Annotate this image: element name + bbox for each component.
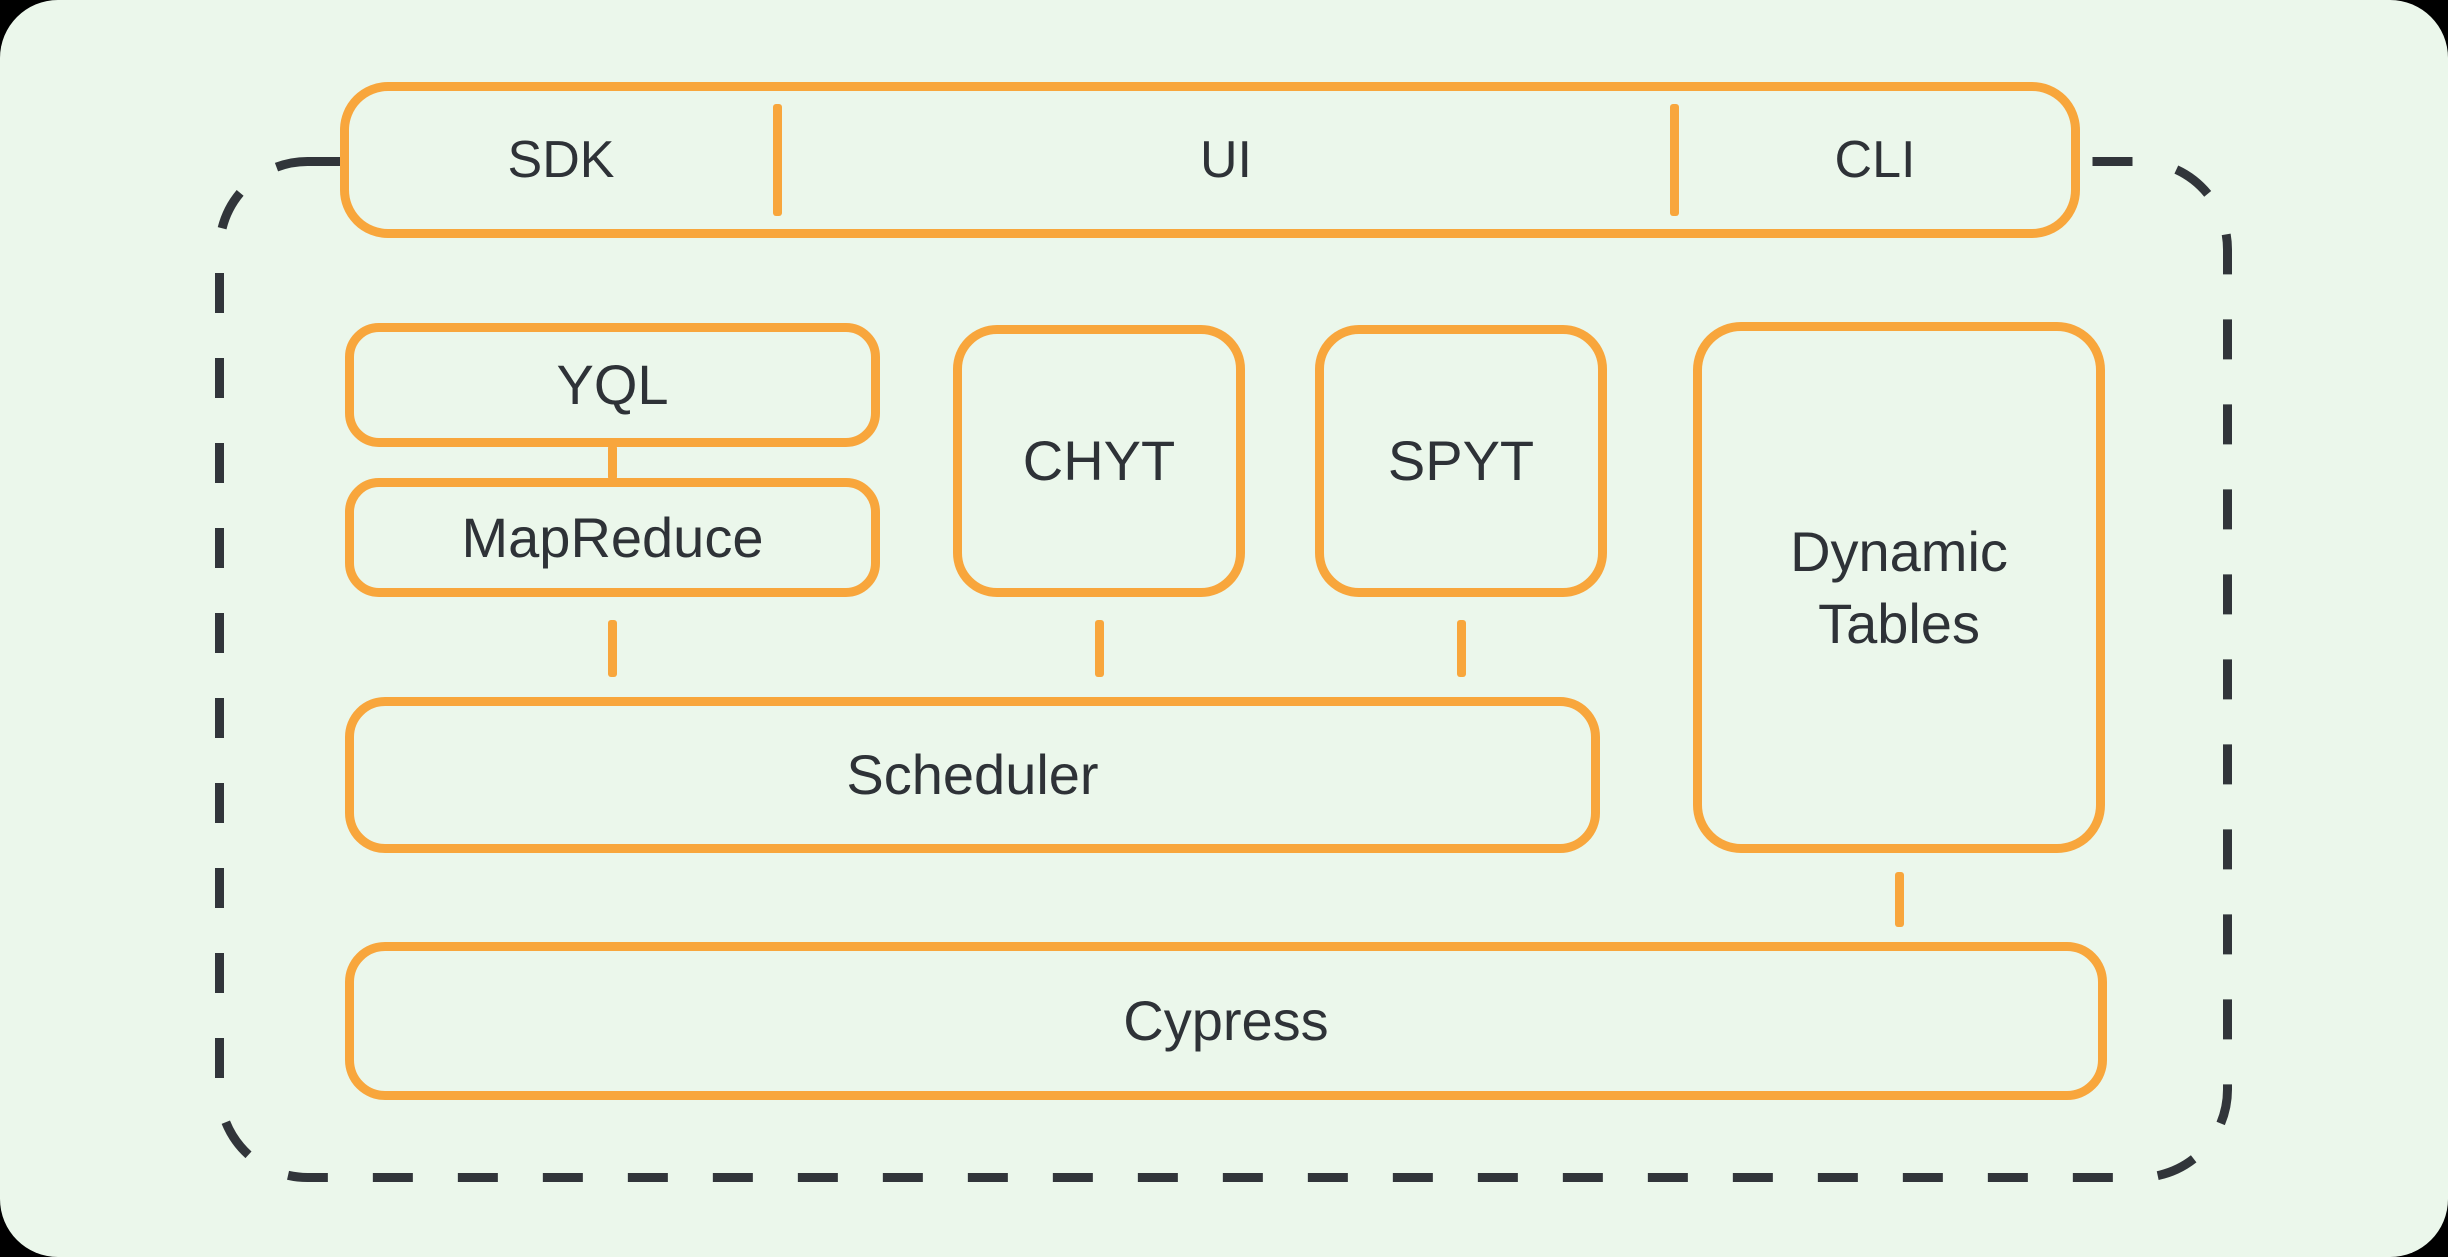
node-label: MapReduce bbox=[461, 505, 764, 569]
client-bar-divider bbox=[1670, 104, 1679, 216]
client-section-label: CLI bbox=[1834, 131, 1916, 189]
node-chyt: CHYT bbox=[953, 325, 1245, 597]
edge-yql-mapreduce bbox=[608, 445, 617, 480]
node-label: YQL bbox=[556, 353, 669, 417]
edge-dynamictables-cypress bbox=[1895, 872, 1904, 927]
node-cypress: Cypress bbox=[345, 942, 2107, 1100]
node-spyt: SPYT bbox=[1315, 325, 1607, 597]
node-label: CHYT bbox=[1022, 429, 1176, 493]
edge-spyt-scheduler bbox=[1457, 620, 1466, 677]
node-dynamic-tables: Dynamic Tables bbox=[1693, 322, 2105, 853]
edge-chyt-scheduler bbox=[1095, 620, 1104, 677]
client-bar-divider bbox=[773, 104, 782, 216]
client-section-label: UI bbox=[1200, 131, 1252, 189]
client-section-sdk: SDK bbox=[349, 91, 773, 229]
node-mapreduce: MapReduce bbox=[345, 478, 880, 597]
node-label: Dynamic Tables bbox=[1790, 519, 2008, 655]
edge-mapreduce-scheduler bbox=[608, 620, 617, 677]
node-label: Scheduler bbox=[846, 743, 1099, 807]
node-label: Cypress bbox=[1123, 989, 1329, 1053]
node-scheduler: Scheduler bbox=[345, 697, 1600, 853]
node-label: SPYT bbox=[1387, 429, 1535, 493]
client-section-ui: UI bbox=[782, 91, 1670, 229]
client-bar: SDK UI CLI bbox=[340, 82, 2080, 238]
client-section-cli: CLI bbox=[1679, 91, 2071, 229]
client-section-label: SDK bbox=[507, 131, 615, 189]
node-yql: YQL bbox=[345, 323, 880, 447]
